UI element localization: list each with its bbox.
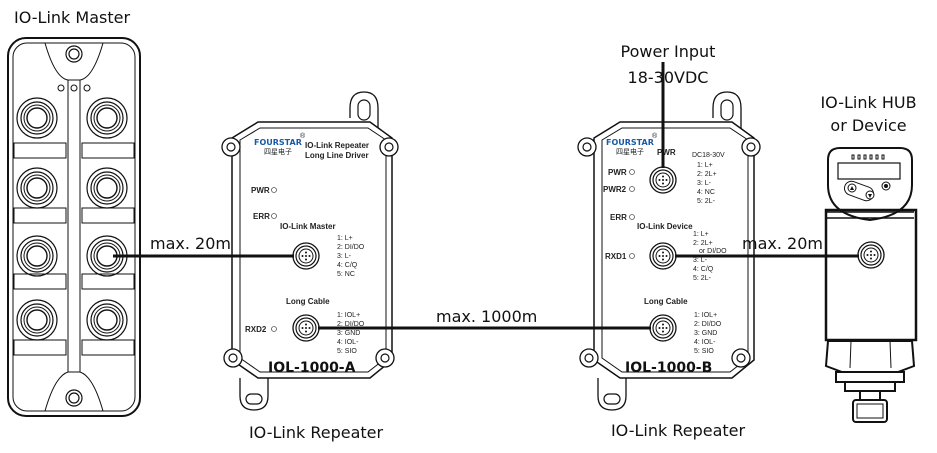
pin-label: 4: C/Q (337, 262, 358, 269)
pin-label: 2: DI/DO (337, 244, 365, 251)
port-title-device-b: IO-Link Device (637, 222, 693, 231)
hub-label-line2: or Device (830, 116, 907, 135)
model-label-a: IOL-1000-A (268, 360, 356, 376)
led-label-pwr-b: PWR (608, 168, 627, 177)
pin-label: 4: IOL- (337, 339, 359, 346)
pin-label: 1: L+ (697, 162, 713, 169)
pin-label: 3: L- (693, 257, 708, 264)
pin-label: 1: L+ (337, 235, 353, 242)
hub-label-line1: IO-Link HUB (820, 93, 917, 112)
port-title-long-cable-b: Long Cable (644, 297, 688, 306)
led-err-a (271, 213, 277, 219)
port-title-long-cable-a: Long Cable (286, 297, 330, 306)
port-connector-long-cable-a (292, 314, 320, 342)
led-label-pwr-a: PWR (251, 186, 270, 195)
pin-label: 1: L+ (693, 231, 709, 238)
led-rxd1-b (629, 253, 635, 259)
led-label-rxd1-b: RXD1 (605, 252, 627, 261)
pin-label: 2: 2L+ (697, 171, 717, 178)
pin-label: 1: IOL+ (337, 312, 360, 319)
pin-label: 2: 2L+ (693, 240, 713, 247)
pin-label: 5: 2L- (693, 275, 712, 282)
led-label-err-a: ERR (253, 212, 270, 221)
brand-logo-b: FOURSTAR (606, 138, 654, 147)
port-connector-power-b (649, 166, 677, 194)
pin-label: 5: 2L- (697, 198, 716, 205)
cable-length-a-b: max. 1000m (436, 307, 538, 326)
led-label-pwr2-b: PWR2 (603, 185, 627, 194)
led-err-b (629, 214, 635, 220)
brand-chinese-a: 四星电子 (264, 147, 292, 156)
pin-label: 5: SIO (337, 348, 357, 355)
model-label-b: IOL-1000-B (625, 360, 712, 376)
power-input-voltage: 18-30VDC (627, 68, 709, 87)
pin-label: 3: GND (694, 330, 717, 337)
led-pwr2-b (629, 186, 635, 192)
pin-label: 1: IOL+ (694, 312, 717, 319)
pin-label: 4: NC (697, 189, 715, 196)
pwr-spec-b: DC18-30V (692, 152, 725, 159)
cable-length-b-device: max. 20m (742, 234, 823, 253)
cable-length-master-a: max. 20m (150, 234, 231, 253)
pin-label: 2: DI/DO (337, 321, 365, 328)
pin-label: 4: IOL- (694, 339, 716, 346)
led-pwr-b (629, 169, 635, 175)
power-input-label: Power Input (620, 42, 716, 61)
brand-chinese-b: 四星电子 (616, 147, 644, 156)
repeater-a-desc-2: Long Line Driver (305, 151, 369, 160)
pin-label: 2: DI/DO (694, 321, 722, 328)
port-connector-master-a (292, 242, 320, 270)
pwr-port-label-b: PWR (657, 148, 676, 157)
port-connector-device-b (649, 242, 677, 270)
pin-label: 5: NC (337, 271, 355, 278)
led-rxd2-a (271, 326, 277, 332)
pin-label: 3: L- (697, 180, 712, 187)
repeater-a-caption: IO-Link Repeater (248, 423, 384, 442)
io-link-hub-device (824, 147, 918, 423)
master-title: IO-Link Master (14, 8, 131, 27)
repeater-b-device: FOURSTAR ® 四星电子 PWR DC18-30V 1: L+ 2: 2L… (577, 91, 761, 411)
repeater-b-caption: IO-Link Repeater (610, 421, 746, 440)
led-label-rxd2-a: RXD2 (245, 325, 267, 334)
brand-logo-a: FOURSTAR (254, 138, 302, 147)
port-connector-long-cable-b (649, 314, 677, 342)
io-link-master-device (7, 37, 141, 417)
registered-mark-a: ® (300, 132, 306, 140)
pin-label: 3: GND (337, 330, 360, 337)
pin-label: 4: C/Q (693, 266, 714, 273)
led-pwr-a (271, 187, 277, 193)
registered-mark-b: ® (652, 132, 658, 140)
device-display (837, 162, 901, 180)
repeater-a-device: FOURSTAR ® 四星电子 IO-Link Repeater Long Li… (221, 91, 399, 411)
pin-label: 3: L- (337, 253, 352, 260)
led-label-err-b: ERR (610, 213, 627, 222)
device-port-connector (857, 241, 885, 269)
repeater-a-desc-1: IO-Link Repeater (305, 141, 369, 150)
port-title-master-a: IO-Link Master (280, 222, 336, 231)
pin-label: 5: SIO (694, 348, 714, 355)
pin-label: or DI/DO (699, 248, 727, 255)
